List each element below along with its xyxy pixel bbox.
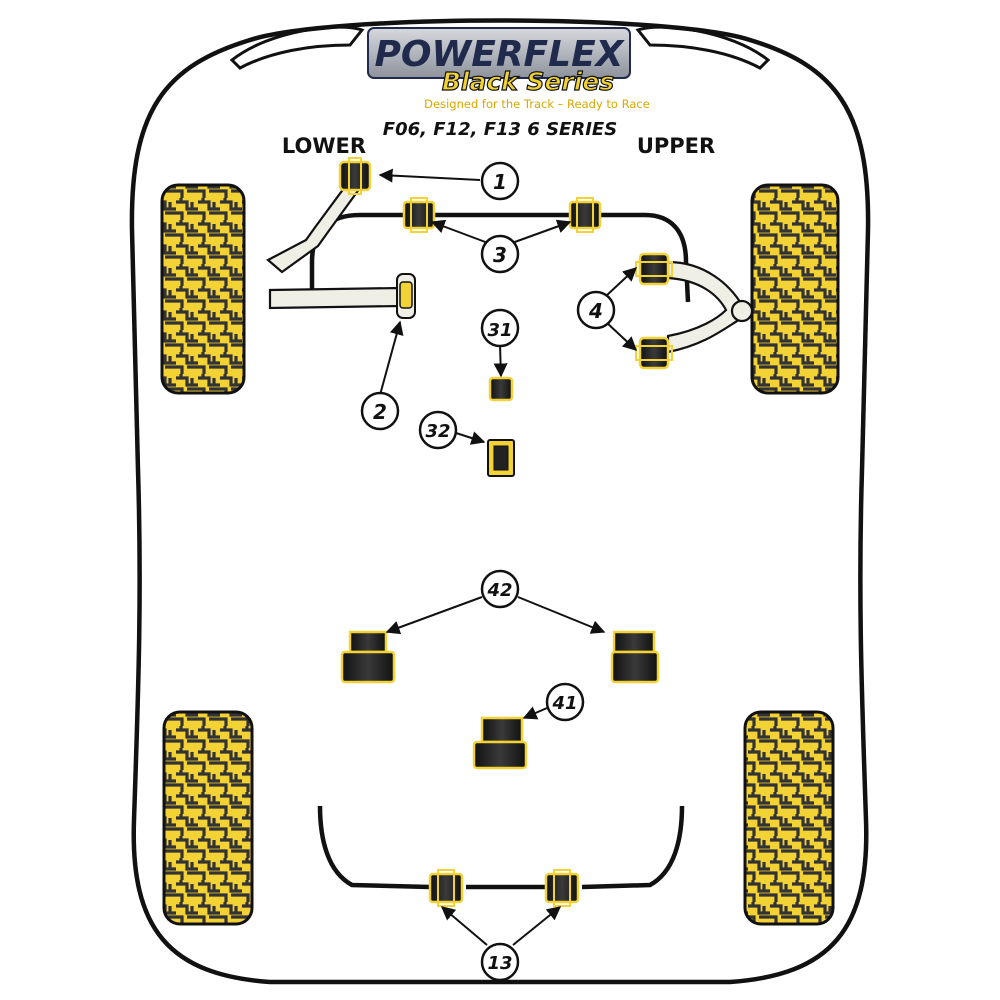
- bushing-32: [487, 439, 515, 477]
- brand-series: Black Series: [442, 67, 614, 96]
- bushing-41: [472, 716, 528, 770]
- callout-42: 42: [480, 569, 520, 609]
- bushing-13-left: [428, 869, 464, 907]
- brand-tagline: Designed for the Track – Ready to Race: [424, 97, 650, 111]
- bushing-4-upper: [635, 252, 673, 286]
- svg-text:3: 3: [493, 243, 507, 267]
- brand-name: POWERFLEX: [375, 34, 626, 75]
- car-body-outline: [129, 18, 871, 985]
- wheel-front-left: [160, 183, 246, 395]
- label-upper: UPPER: [637, 134, 715, 158]
- wheel-front-right: [750, 183, 840, 395]
- callout-4: 4: [576, 290, 616, 330]
- bushing-42-left: [340, 630, 396, 684]
- bushing-31: [488, 376, 514, 402]
- rear-anti-roll-bar: [317, 805, 685, 890]
- svg-text:1: 1: [493, 170, 507, 194]
- label-lower: LOWER: [282, 134, 366, 158]
- svg-text:13: 13: [487, 953, 512, 974]
- callout-2: 2: [360, 391, 400, 431]
- upper-wishbone: [666, 260, 754, 354]
- wheel-rear-right: [743, 710, 835, 926]
- callout-31: 31: [480, 308, 520, 348]
- leader-arrows: [378, 168, 638, 946]
- bushing-4-lower: [635, 336, 673, 370]
- svg-text:2: 2: [373, 400, 387, 424]
- svg-text:42: 42: [486, 580, 512, 601]
- bushing-3-right: [568, 197, 602, 233]
- bushing-1: [338, 157, 372, 195]
- bushing-3-left: [402, 197, 436, 233]
- model-title: F06, F12, F13 6 SERIES: [383, 119, 617, 140]
- bushing-42-right: [610, 630, 660, 684]
- callout-3: 3: [480, 234, 520, 274]
- bushing-13-right: [544, 869, 580, 907]
- svg-text:32: 32: [425, 421, 450, 442]
- svg-text:31: 31: [487, 320, 512, 341]
- svg-text:41: 41: [551, 693, 577, 714]
- callout-32: 32: [418, 410, 458, 450]
- lower-arm: [268, 286, 402, 310]
- wheel-rear-left: [162, 710, 254, 926]
- callout-41: 41: [545, 682, 585, 722]
- bushing-2: [396, 273, 416, 319]
- callout-13: 13: [480, 942, 520, 982]
- callout-1: 1: [480, 161, 520, 201]
- svg-text:4: 4: [588, 299, 603, 323]
- powerflex-logo: POWERFLEX Black Series Designed for the …: [367, 27, 650, 111]
